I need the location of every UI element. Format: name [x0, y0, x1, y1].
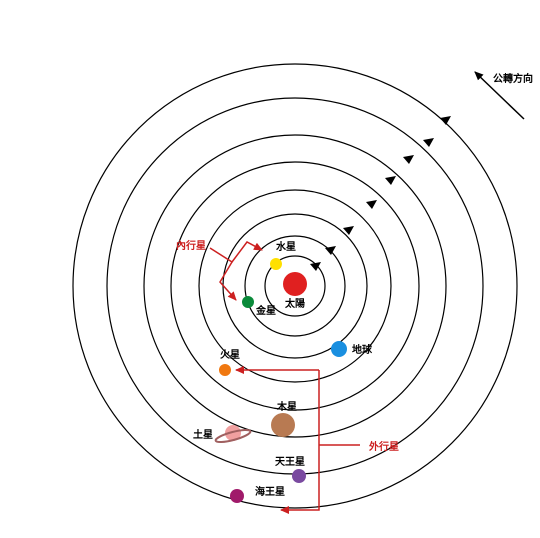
planet-earth: [331, 341, 347, 357]
saturn-label: 土星: [193, 428, 213, 441]
planet-neptune: [230, 489, 244, 503]
planet-mercury: [270, 258, 282, 270]
arrow-icon: [325, 246, 336, 255]
planet-saturn: [214, 425, 252, 444]
orbit-arrows: [310, 116, 451, 271]
planet-mars: [219, 364, 231, 376]
arrow-icon: [423, 138, 434, 147]
inner-planets-label: 內行星: [176, 239, 206, 252]
mars-label: 火星: [220, 349, 240, 361]
arrow-icon: [385, 176, 396, 185]
uranus-label: 天王星: [275, 456, 305, 468]
earth-label: 地球: [352, 343, 373, 356]
arrow-icon: [343, 226, 354, 235]
orbit-mercury: [264, 255, 326, 317]
planet-uranus: [292, 469, 306, 483]
sun: [283, 272, 307, 296]
arrow-icon: [403, 155, 414, 164]
orbit-saturn: [143, 134, 447, 438]
planet-venus: [242, 296, 254, 308]
jupiter-label: 木星: [276, 400, 297, 413]
orbit-jupiter: [170, 161, 420, 411]
orbit-mars: [198, 189, 392, 383]
arrow-icon: [366, 200, 377, 209]
neptune-label: 海王星: [255, 485, 285, 498]
orbit-neptune: [72, 63, 518, 509]
direction-arrow-icon: [474, 71, 525, 120]
mercury-label: 水星: [275, 240, 296, 253]
arrow-icon: [440, 116, 451, 125]
orbits: [72, 63, 518, 509]
venus-label: 金星: [255, 304, 276, 317]
inner-planets-bracket: [209, 241, 263, 301]
planet-jupiter: [271, 413, 295, 437]
outer-planets-label: 外行星: [368, 440, 399, 453]
outer-planets-bracket: [235, 366, 360, 514]
arrow-icon: [310, 262, 321, 271]
sun-label: 太陽: [284, 297, 305, 310]
orbit-venus: [244, 235, 346, 337]
direction-label: 公轉方向: [493, 72, 533, 85]
